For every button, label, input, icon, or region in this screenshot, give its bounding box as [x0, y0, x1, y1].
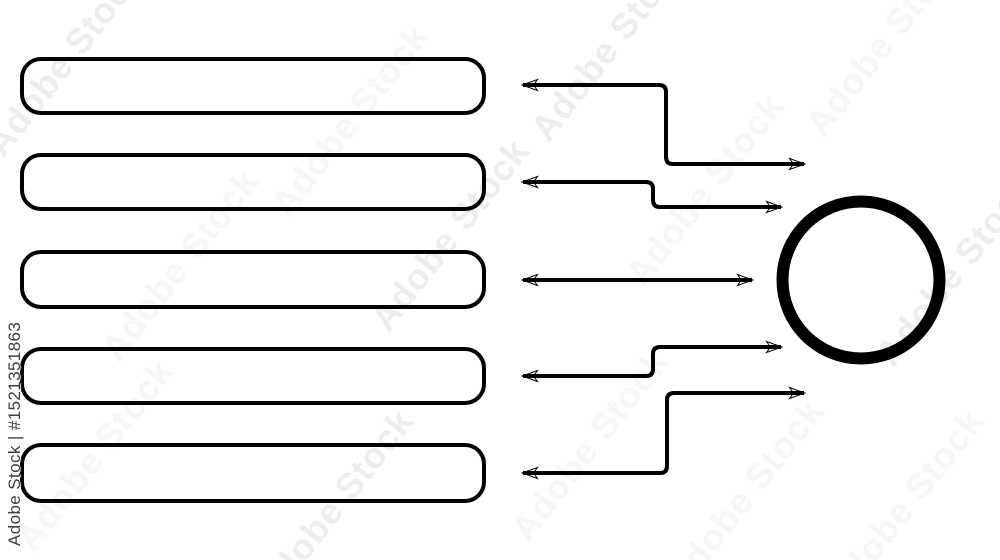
watermark-attribution: Adobe Stock | #1521351863 — [5, 321, 24, 546]
arrow-4 — [523, 347, 781, 376]
arrow-5 — [523, 393, 804, 473]
flowchart-box-2 — [20, 153, 486, 211]
circle-node — [776, 195, 946, 365]
arrow-1 — [523, 85, 804, 164]
flowchart-box-5 — [20, 443, 486, 503]
flowchart-box-1 — [20, 57, 486, 115]
arrow-2 — [523, 182, 781, 207]
flowchart-box-3 — [20, 250, 486, 309]
flowchart-box-4 — [20, 347, 486, 405]
